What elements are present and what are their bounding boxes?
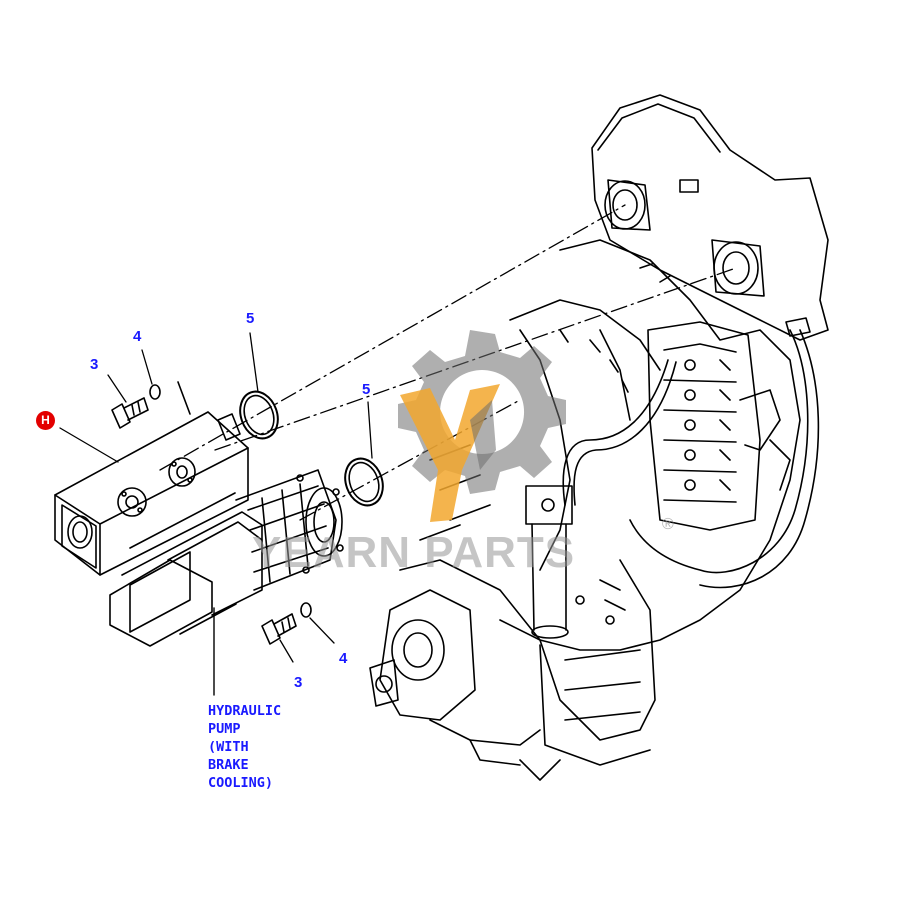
leader-lines [59, 332, 373, 663]
o-ring-lower [344, 457, 384, 507]
callout-washer-lower: 4 [339, 650, 348, 667]
caption-line: COOLING) [208, 775, 274, 791]
callout-o-ring-upper: 5 [246, 310, 255, 327]
hydraulic-pump-rear-section [109, 469, 344, 696]
hydraulic-pump-caption: HYDRAULIC PUMP (WITH BRAKE COOLING) [208, 702, 281, 792]
callout-bolt-lower: 3 [294, 674, 303, 691]
o-ring-lower-inner [348, 461, 380, 503]
callout-washer-upper: 4 [133, 328, 142, 345]
caption-line: HYDRAULIC [208, 703, 282, 719]
registered-mark: ® [662, 516, 674, 533]
o-ring-upper-inner [243, 394, 275, 436]
gear-logo-icon [398, 330, 566, 522]
washer-lower [300, 602, 312, 618]
bolt-lower [261, 613, 297, 645]
transmission-housing [369, 94, 829, 781]
caption-line: BRAKE [208, 757, 249, 773]
washer-upper [149, 384, 161, 400]
part-marker-badge: H [36, 411, 55, 430]
o-ring-upper [239, 390, 279, 440]
callout-bolt-upper: 3 [90, 356, 99, 373]
watermark-text: YEARN PARTS [252, 528, 576, 577]
bolt-upper [111, 397, 149, 429]
callout-o-ring-lower: 5 [362, 381, 371, 398]
hydraulic-pump-front-section [54, 381, 249, 576]
caption-line: (WITH [208, 739, 249, 755]
caption-line: PUMP [208, 721, 241, 737]
